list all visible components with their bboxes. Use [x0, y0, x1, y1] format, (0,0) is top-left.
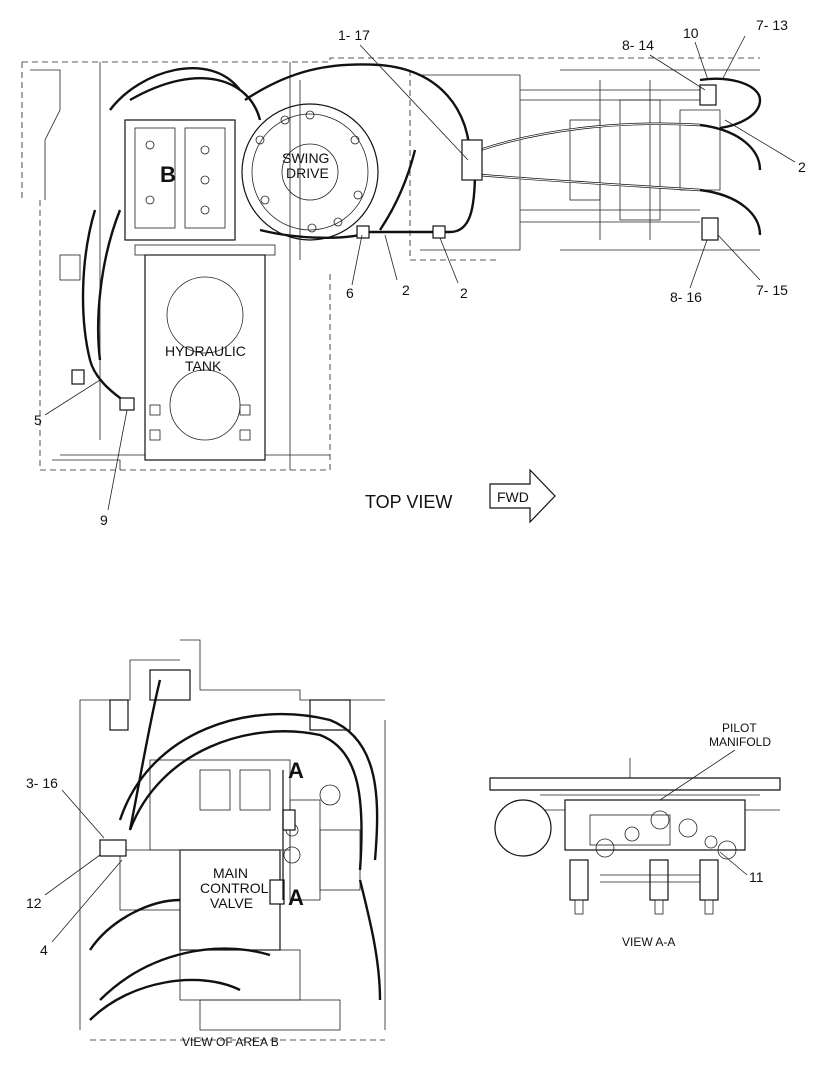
view-a-a-drawing [489, 758, 781, 915]
callout-2-left: 2 [460, 285, 468, 301]
pilot-manifold-label-line2: MANIFOLD [709, 735, 771, 749]
view-a-a-title: VIEW A-A [622, 935, 675, 949]
fwd-label: FWD [497, 489, 529, 505]
callout-3-16: 3- 16 [26, 775, 58, 791]
area-b-label: B [160, 162, 176, 187]
callout-1-17: 1- 17 [338, 27, 370, 43]
callout-8-14: 8- 14 [622, 37, 654, 53]
swing-drive-label-line2: DRIVE [286, 165, 329, 181]
top-view-drawing [21, 57, 762, 471]
callout-4: 4 [40, 942, 48, 958]
area-b-view-title: VIEW OF AREA B [182, 1035, 279, 1049]
view-a-a-callouts: 11 [719, 851, 764, 885]
callout-11: 11 [749, 869, 764, 885]
pilot-manifold-leader [659, 749, 736, 801]
main-control-valve-label-line2: CONTROL [200, 880, 269, 896]
callout-2-right: 2 [798, 159, 806, 175]
callout-10: 10 [683, 25, 699, 41]
top-view-title: TOP VIEW [365, 492, 452, 512]
hydraulic-tank-label-line2: TANK [185, 358, 222, 374]
section-a-top: A [288, 758, 304, 783]
callout-7-13: 7- 13 [756, 17, 788, 33]
callout-6: 6 [346, 285, 354, 301]
fwd-arrow [489, 468, 556, 524]
callout-2-mid: 2 [402, 282, 410, 298]
callout-5: 5 [34, 412, 42, 428]
top-view-callouts: 1- 17 8- 14 10 7- 13 2 6 2 2 8- 16 7- 15… [34, 17, 806, 528]
callout-9: 9 [100, 512, 108, 528]
main-control-valve-label-line1: MAIN [213, 865, 248, 881]
hydraulic-tank-label-line1: HYDRAULIC [165, 343, 246, 359]
callout-12: 12 [26, 895, 42, 911]
callout-7-15: 7- 15 [756, 282, 788, 298]
area-b-callouts: 3- 16 12 4 [26, 775, 123, 958]
section-a-bottom: A [288, 885, 304, 910]
callout-8-16: 8- 16 [670, 289, 702, 305]
swing-drive-bolts [255, 110, 363, 233]
swing-drive-label-line1: SWING [282, 150, 329, 166]
main-control-valve-label-line3: VALVE [210, 895, 253, 911]
pilot-manifold-label-line1: PILOT [722, 721, 757, 735]
area-b-drawing [79, 639, 386, 1041]
